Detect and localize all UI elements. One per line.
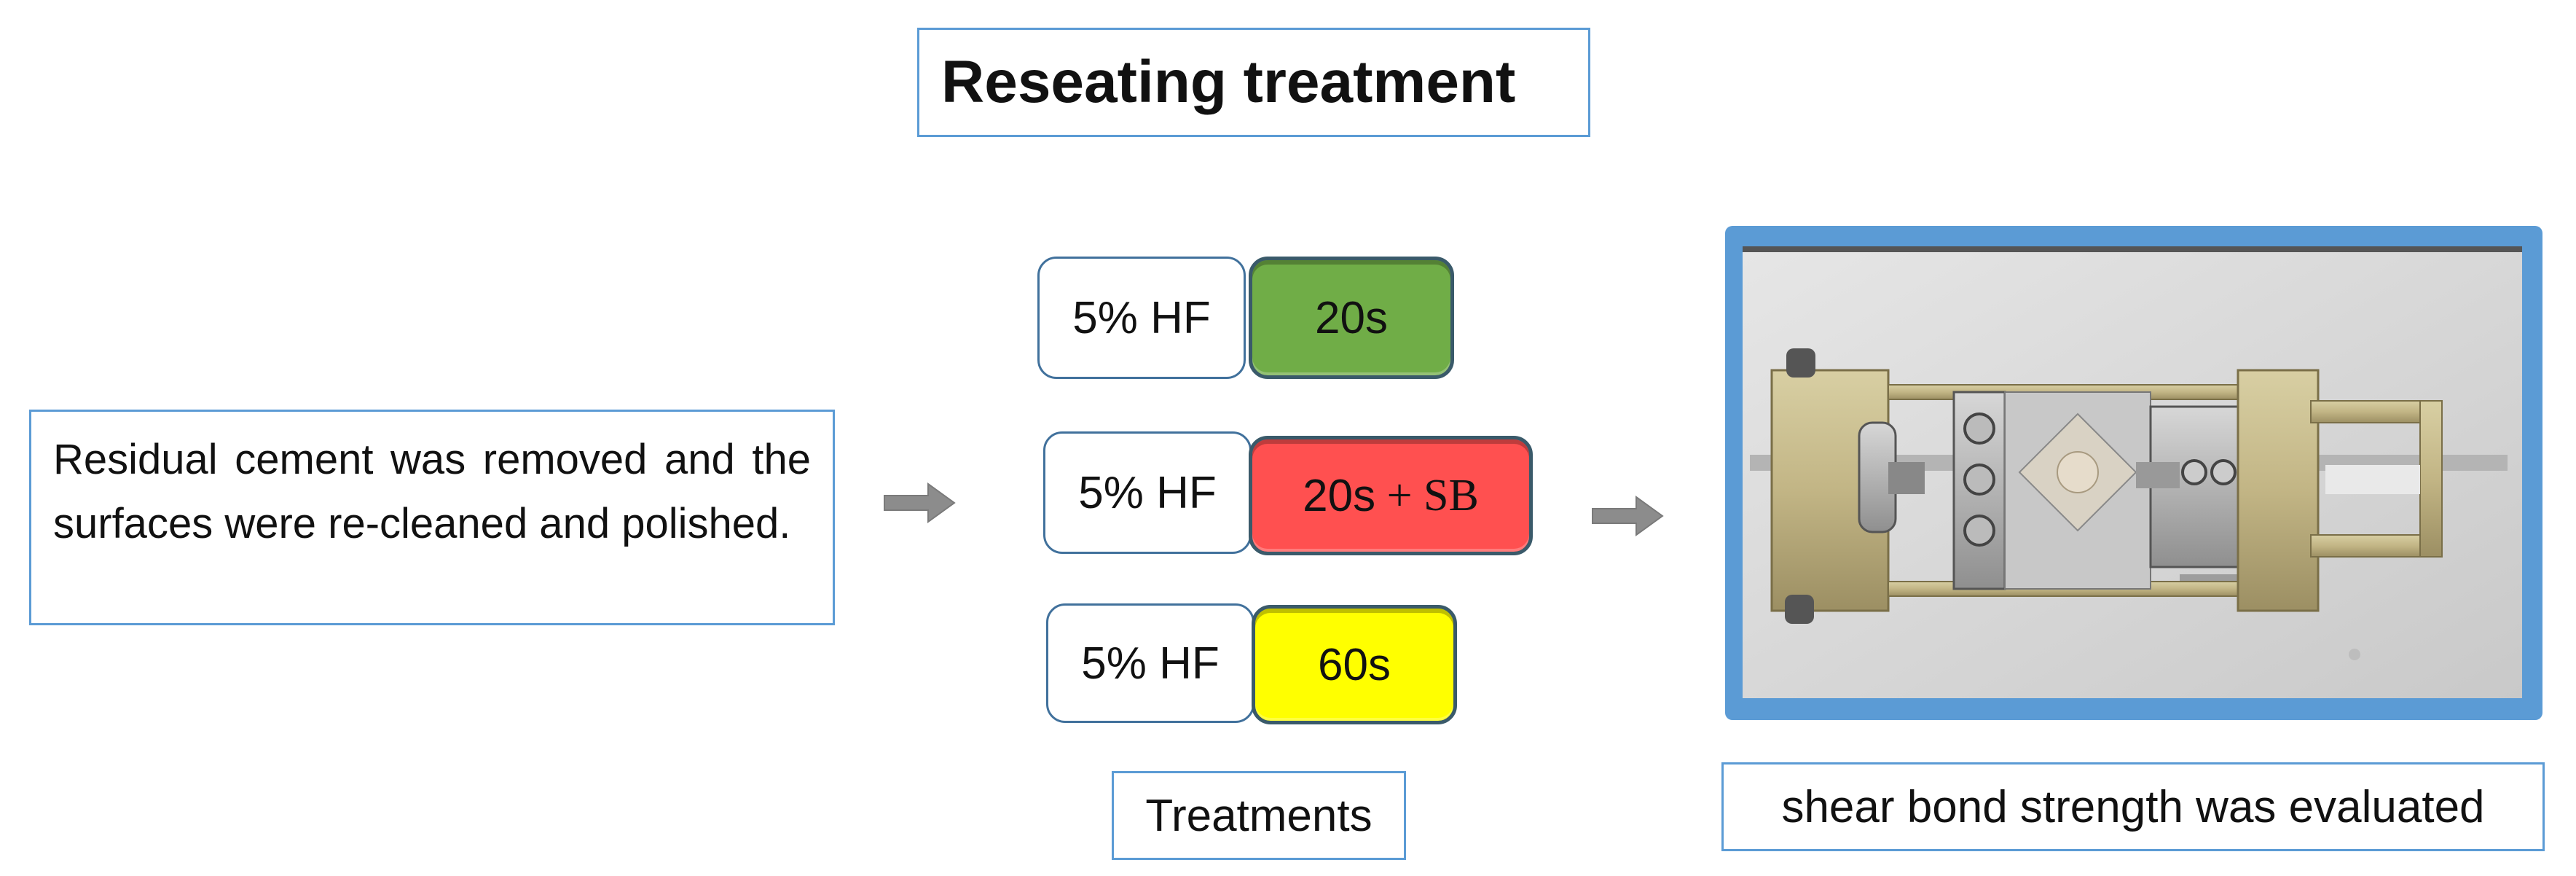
- treatment-time-1: 20s: [1249, 257, 1454, 379]
- jig-illustration: [1743, 246, 2522, 698]
- arrow-right-icon: [1592, 496, 1664, 536]
- treatment-agent-1: 5% HF: [1037, 257, 1246, 379]
- shear-test-jig-photo: [1743, 246, 2522, 698]
- treatment-time-2-extra: + SB: [1375, 470, 1479, 520]
- treatments-label: Treatments: [1112, 771, 1406, 860]
- treatment-time-3: 60s: [1252, 605, 1457, 724]
- treatment-time-3-text: 60s: [1318, 639, 1391, 690]
- treatment-time-2-text: 20s: [1303, 470, 1376, 521]
- result-label: shear bond strength was evaluated: [1721, 762, 2545, 851]
- treatment-agent-3: 5% HF: [1046, 603, 1254, 723]
- treatment-time-1-text: 20s: [1315, 292, 1388, 343]
- treatment-agent-2: 5% HF: [1043, 431, 1252, 554]
- diagram-title: Reseating treatment: [917, 28, 1590, 137]
- description-box: Residual cement was removed and the surf…: [29, 410, 835, 625]
- arrow-right-icon: [884, 482, 956, 523]
- treatment-time-2: 20s + SB: [1249, 436, 1533, 555]
